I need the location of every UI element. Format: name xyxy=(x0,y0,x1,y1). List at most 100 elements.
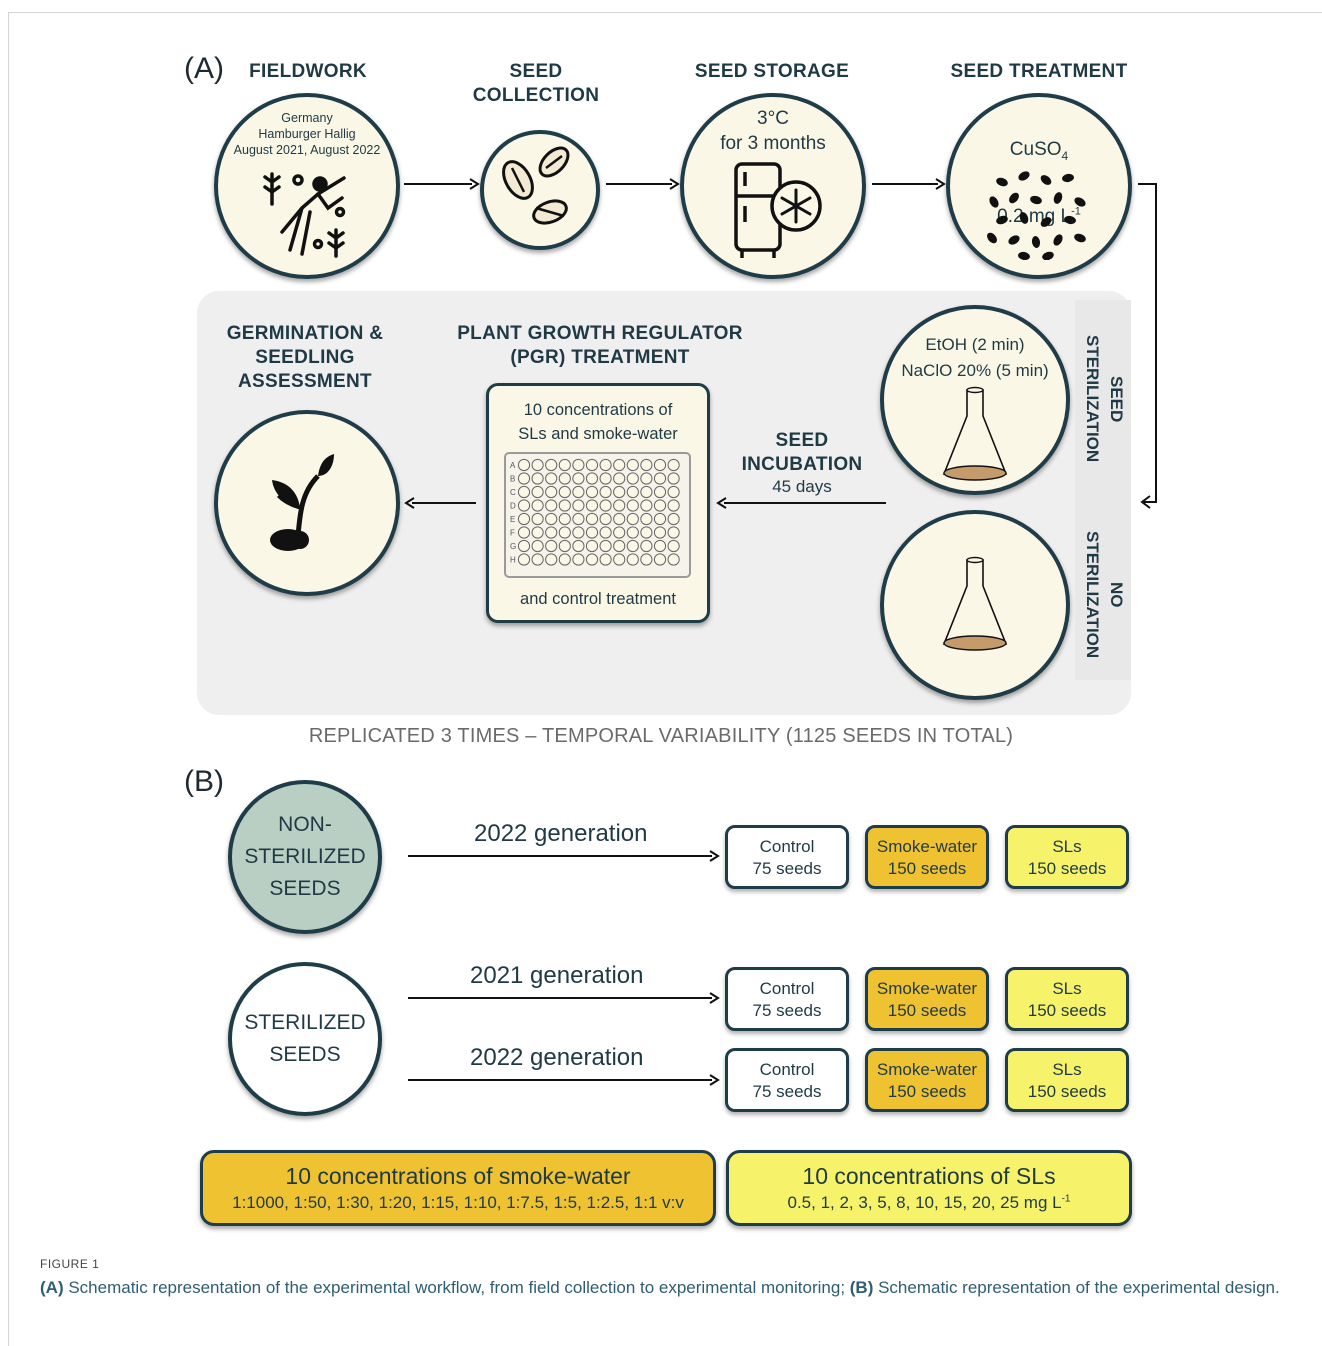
well xyxy=(545,472,558,485)
replicated-note: REPLICATED 3 TIMES – TEMPORAL VARIABILIT… xyxy=(308,725,1014,747)
arrow-pgr-to-germination xyxy=(404,497,476,509)
smoke-water-seeds: 150 seeds xyxy=(887,859,967,878)
panel-b-letter: (B) xyxy=(184,765,224,798)
caption-a-text: Schematic representation of the experime… xyxy=(63,1278,850,1297)
sterilization-text: EtOH (2 min) NaClO 20% (5 min) xyxy=(901,335,1049,380)
sls-label: SLs xyxy=(1052,979,1082,998)
arrow-sterilization-to-pgr xyxy=(716,497,886,509)
figure-label: FIGURE 1 xyxy=(40,1257,100,1271)
sls-concentrations-box: 10 concentrations of SLs 0.5, 1, 2, 3, 5… xyxy=(726,1150,1132,1226)
well xyxy=(585,485,599,499)
well xyxy=(640,472,653,485)
well xyxy=(517,472,531,485)
well xyxy=(558,512,571,526)
sterilized-seeds-label: STERILIZED SEEDS xyxy=(244,1011,366,1066)
arrow-row2 xyxy=(408,992,720,1004)
well xyxy=(531,472,544,485)
smoke-water-label: Smoke-water xyxy=(876,979,978,998)
frame-top-border xyxy=(8,12,1322,13)
control-label: Control xyxy=(759,979,815,998)
well xyxy=(599,512,612,526)
well xyxy=(531,512,544,526)
well xyxy=(640,485,653,499)
seed-treatment-circle xyxy=(946,93,1132,279)
caption-a-tag: (A) xyxy=(40,1278,64,1297)
pgr-control-text: and control treatment xyxy=(520,590,676,608)
well xyxy=(667,458,680,472)
sls-seeds: 150 seeds xyxy=(1027,859,1107,878)
well xyxy=(545,485,558,499)
smoke-water-box-row3: Smoke-water 150 seeds xyxy=(865,1048,989,1112)
control-box-row2: Control 75 seeds xyxy=(725,967,849,1031)
well xyxy=(517,485,531,499)
well xyxy=(626,526,639,539)
generation-label-row1: 2022 generation xyxy=(474,820,648,847)
well xyxy=(613,553,626,566)
pgr-treatment-heading: PLANT GROWTH REGULATOR (PGR) TREATMENT xyxy=(457,323,743,368)
well xyxy=(640,539,653,553)
well xyxy=(517,539,531,553)
smoke-water-seeds: 150 seeds xyxy=(887,1082,967,1101)
pgr-concentrations-text: 10 concentrations of SLs and smoke-water xyxy=(518,401,678,443)
well-row-label: C xyxy=(510,488,516,497)
sls-concentrations-title: 10 concentrations of SLs xyxy=(802,1163,1056,1189)
well xyxy=(558,526,571,539)
well xyxy=(545,499,558,512)
well xyxy=(640,512,653,526)
well-row-label: D xyxy=(510,502,516,511)
connector-treatment-to-sterilization xyxy=(1138,183,1157,509)
seed-storage-heading: SEED STORAGE xyxy=(694,61,850,82)
sls-seeds: 150 seeds xyxy=(1027,1001,1107,1020)
non-sterilized-seeds-circle: NON- STERILIZED SEEDS xyxy=(228,780,382,934)
smoke-water-label: Smoke-water xyxy=(876,1060,978,1079)
well xyxy=(585,458,599,472)
well xyxy=(640,553,653,566)
arrow-collection-to-storage xyxy=(606,178,680,190)
well-row-label: H xyxy=(510,556,516,565)
well xyxy=(640,526,653,539)
well xyxy=(558,499,571,512)
arrow-row1 xyxy=(408,850,720,862)
well xyxy=(653,553,667,566)
well xyxy=(613,499,626,512)
well xyxy=(572,458,585,472)
seedling-icon xyxy=(270,454,334,551)
sls-seeds: 150 seeds xyxy=(1027,1082,1107,1101)
arrow-row3 xyxy=(408,1074,720,1086)
well xyxy=(545,539,558,553)
seed-collection-circle xyxy=(480,130,600,250)
well xyxy=(653,539,667,553)
well xyxy=(599,458,612,472)
generation-label-row2: 2021 generation xyxy=(470,962,644,989)
well xyxy=(517,526,531,539)
no-sterilization-circle xyxy=(880,510,1070,700)
arrow-storage-to-treatment xyxy=(872,178,946,190)
sls-box-row2: SLs 150 seeds xyxy=(1005,967,1129,1031)
well xyxy=(613,458,626,472)
well xyxy=(653,512,667,526)
well xyxy=(545,553,558,566)
well xyxy=(545,526,558,539)
sterilized-seeds-circle: STERILIZED SEEDS xyxy=(228,962,382,1116)
well xyxy=(572,553,585,566)
well xyxy=(640,499,653,512)
sls-box-row1: SLs 150 seeds xyxy=(1005,825,1129,889)
sls-concentrations-values: 0.5, 1, 2, 3, 5, 8, 10, 15, 20, 25 mg L-… xyxy=(787,1193,1071,1212)
well xyxy=(517,458,531,472)
well xyxy=(558,553,571,566)
well xyxy=(667,485,680,499)
well xyxy=(667,472,680,485)
fieldwork-location-text: Germany Hamburger Hallig August 2021, Au… xyxy=(233,111,381,157)
well xyxy=(667,539,680,553)
sls-label: SLs xyxy=(1052,837,1082,856)
well xyxy=(585,499,599,512)
control-seeds: 75 seeds xyxy=(752,1001,822,1020)
fridge-icon xyxy=(734,162,822,258)
well xyxy=(531,553,544,566)
fieldwork-collector-icon xyxy=(263,172,346,258)
cuso4-formula: CuSO4 xyxy=(1009,139,1069,163)
well xyxy=(613,526,626,539)
